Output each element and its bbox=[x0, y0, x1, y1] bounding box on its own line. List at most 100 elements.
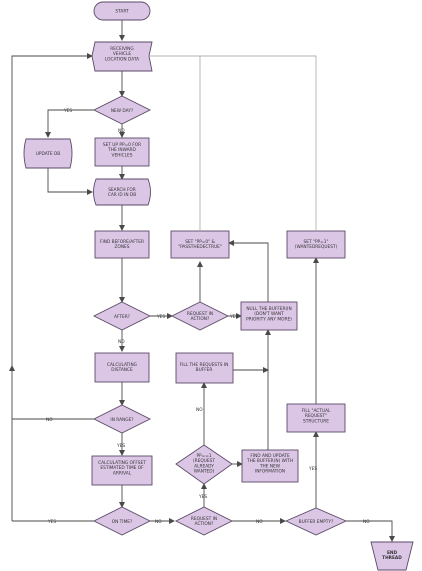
node-text-line: ALREADY bbox=[194, 463, 214, 469]
node-set-pp0: SET "PP=0" &"PASSTHEDECTRUE" bbox=[170, 230, 230, 259]
node-text-line: VEHICLE bbox=[113, 51, 132, 57]
node-text-line: AFTER? bbox=[114, 314, 130, 320]
node-text-line: (WANTEDREQUEST) bbox=[295, 244, 338, 250]
node-text-line: CAR ID IN DB bbox=[108, 192, 136, 198]
node-set-pp0-text: SET "PP=0" &"PASSTHEDECTRUE" bbox=[178, 239, 222, 250]
node-start: START bbox=[93, 1, 151, 21]
node-text-line: SET "PP=1" bbox=[304, 239, 329, 245]
node-text-line: (DON'T WANT bbox=[254, 311, 284, 317]
node-on-time-text: ON TIME? bbox=[112, 519, 133, 525]
node-text-line: RECEIVING bbox=[110, 46, 133, 52]
node-text-line: INFORMATION bbox=[255, 469, 285, 475]
node-after: AFTER? bbox=[92, 301, 152, 331]
node-set-pp1: SET "PP=1"(WANTEDREQUEST) bbox=[286, 230, 346, 259]
edge-nullbuffer-setpp0 bbox=[228, 240, 269, 302]
node-text-line: FIND BEFORE/AFTER bbox=[100, 239, 144, 245]
node-in-range: IN RANGE? bbox=[92, 404, 152, 434]
node-text-line: "PASSTHEDECTRUE" bbox=[178, 244, 222, 250]
label-newday-yes: YES bbox=[63, 108, 72, 114]
node-text-line: REQUEST" bbox=[305, 413, 327, 419]
node-text-line: SET UP PP=0 FOR bbox=[103, 142, 141, 148]
node-text-line: END bbox=[387, 550, 398, 556]
node-new-day-text: NEW DAY? bbox=[111, 108, 133, 114]
node-text-line: LOCATION DATA bbox=[105, 56, 139, 62]
edge-loop-receiving bbox=[11, 53, 93, 521]
node-after-text: AFTER? bbox=[114, 314, 130, 320]
label-bufferempty-no: NO bbox=[363, 519, 370, 525]
node-text-line: NULL THE BUFFER(IN bbox=[246, 306, 291, 312]
node-text-line: THE BUFFER(N) WITH bbox=[246, 458, 293, 464]
node-text-line: IN RANGE? bbox=[110, 417, 133, 423]
node-start-text: START bbox=[115, 9, 129, 15]
node-text-line: WANTED) bbox=[194, 469, 215, 475]
node-set-pp1-text: SET "PP=1"(WANTEDREQUEST) bbox=[295, 239, 338, 250]
node-text-line: REQUEST IN bbox=[191, 516, 217, 522]
node-text-line: VEHICLES bbox=[112, 152, 133, 158]
node-buffer-empty: BUFFER EMPTY? bbox=[284, 507, 348, 536]
node-text-line: ON TIME? bbox=[112, 519, 133, 525]
node-text-line: BUFFER bbox=[196, 367, 213, 373]
node-new-day: NEW DAY? bbox=[92, 95, 152, 125]
label-inrange-yes: YES bbox=[116, 443, 125, 449]
node-text-line: ESTIMATED TIME OF bbox=[100, 465, 144, 471]
label-ontime-yes: YES bbox=[47, 519, 56, 525]
node-text-line: (REQUEST bbox=[193, 458, 215, 464]
node-text-line: PP==1 bbox=[196, 453, 211, 459]
node-text-line: ARRIVAL bbox=[113, 470, 132, 476]
label-ontime-no: NO bbox=[155, 519, 162, 525]
label-bufferempty-yes: YES bbox=[308, 466, 317, 472]
label-after-yes: YES bbox=[156, 314, 165, 320]
node-text-line: START bbox=[115, 9, 129, 15]
node-text-line: STRUCTURE bbox=[303, 418, 329, 424]
node-update-db: UPDATE DB bbox=[23, 138, 73, 169]
label-newday-no: NO bbox=[118, 128, 125, 134]
edge-labels: YES NO YES YES NO NO YES YES NO NO YES N… bbox=[46, 108, 370, 525]
node-text-line: ZONES bbox=[115, 244, 130, 250]
node-buffer-empty-text: BUFFER EMPTY? bbox=[299, 519, 334, 525]
label-inrange-no: NO bbox=[46, 417, 53, 423]
node-text-line: BUFFER EMPTY? bbox=[299, 519, 334, 525]
node-text-line: ACTION? bbox=[191, 316, 210, 322]
node-update-db-text: UPDATE DB bbox=[36, 151, 61, 157]
label-request2-yes: YES bbox=[198, 494, 207, 500]
node-text-line: ACTION? bbox=[195, 521, 214, 527]
node-on-time: ON TIME? bbox=[92, 506, 152, 536]
node-in-range-text: IN RANGE? bbox=[110, 417, 133, 423]
node-text-line: CALCULATING OFFSET bbox=[98, 460, 146, 466]
edges bbox=[9, 20, 395, 542]
node-text-line: THE INWARD bbox=[107, 147, 136, 153]
edge-updatedb-search bbox=[47, 168, 93, 195]
node-text-line: THE NEW bbox=[259, 463, 281, 469]
node-text-line: REQUEST IN bbox=[187, 311, 213, 317]
node-text-line: THREAD bbox=[382, 555, 402, 561]
node-text-line: FIND AND UPDATE bbox=[250, 453, 290, 459]
label-after-no: NO bbox=[118, 339, 125, 345]
edge-setpp1-receiving bbox=[200, 55, 317, 230]
node-text-line: SET "PP=0" & bbox=[185, 239, 215, 245]
node-text-line: DISTANCE bbox=[111, 367, 133, 373]
label-request2-no: NO bbox=[256, 519, 263, 525]
node-text-line: NEW DAY? bbox=[111, 108, 133, 114]
